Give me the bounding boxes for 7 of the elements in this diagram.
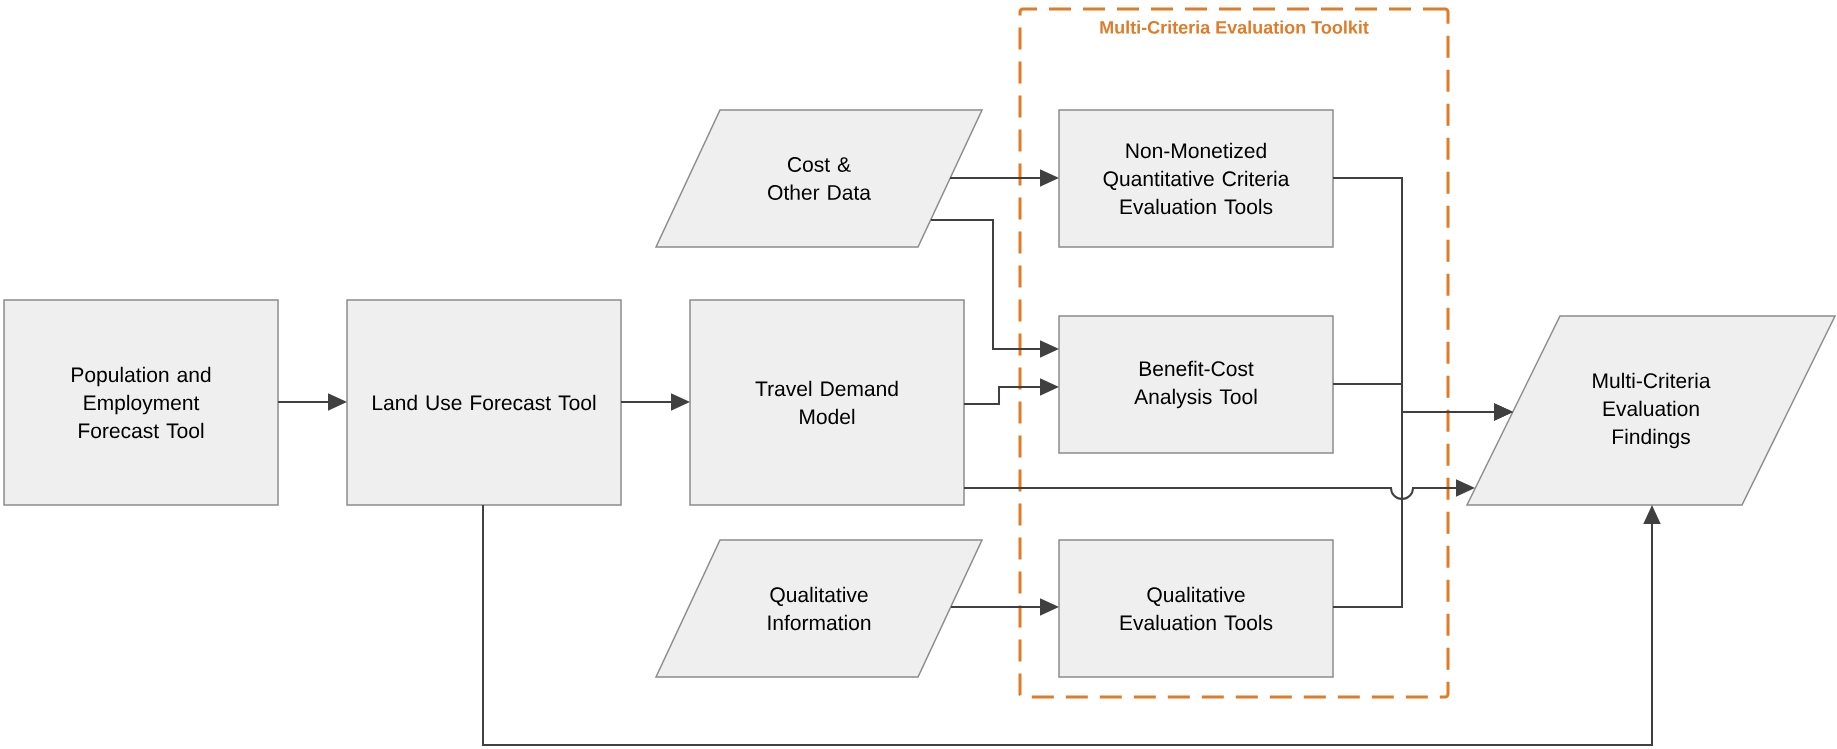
process-box: Population and Employment Forecast Tool: [3, 299, 279, 506]
process-box: Travel Demand Model: [689, 299, 965, 506]
process-box: Benefit-Cost Analysis Tool: [1058, 315, 1334, 454]
process-box: Land Use Forecast Tool: [346, 299, 622, 506]
arrow: [482, 504, 1661, 746]
process-box: Qualitative Evaluation Tools: [1058, 539, 1334, 678]
process-box: Non-Monetized Quantitative Criteria Evaluation Tools: [1058, 109, 1334, 248]
